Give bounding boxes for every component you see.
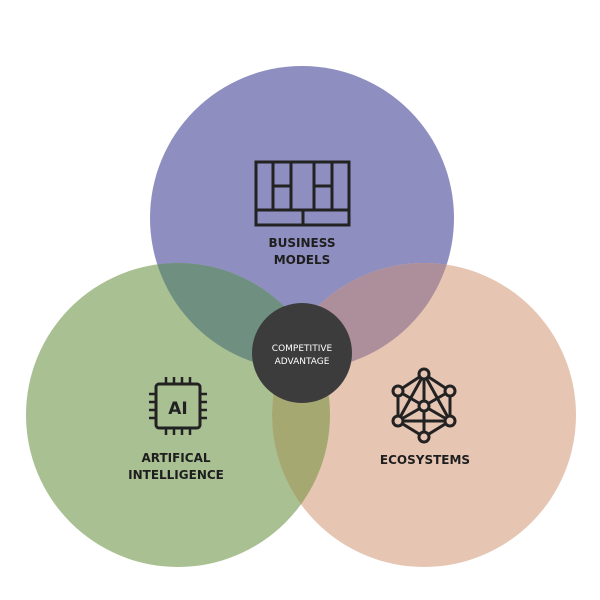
ai-label-1: ARTIFICAL — [141, 451, 210, 465]
business-model-canvas-icon — [254, 160, 351, 227]
center-label-2: ADVANTAGE — [275, 357, 330, 367]
ai-label-2: INTELLIGENCE — [128, 468, 224, 482]
center-label-1: COMPETITIVE — [272, 344, 333, 354]
competitive-advantage-circle — [252, 303, 352, 403]
ai-chip-icon: AI — [149, 377, 207, 435]
business-models-label-2: MODELS — [274, 253, 331, 267]
network-icon — [391, 367, 457, 444]
ecosystems-label: ECOSYSTEMS — [380, 453, 470, 467]
ai-chip-text: AI — [168, 399, 187, 419]
business-models-label-1: BUSINESS — [269, 236, 336, 250]
